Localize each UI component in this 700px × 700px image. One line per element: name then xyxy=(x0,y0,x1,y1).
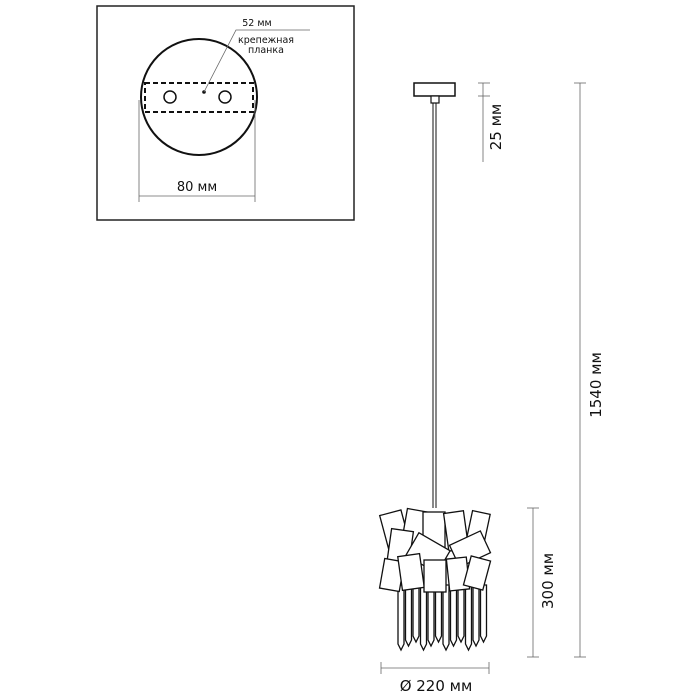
crystal-prism xyxy=(464,584,473,652)
crystal-prism xyxy=(479,584,488,644)
shade-plates xyxy=(378,507,492,593)
canopy-top-view-inset: 52 мм крепежная планка 80 мм xyxy=(96,5,355,221)
shade-diameter-label: Ø 220 мм xyxy=(400,677,473,695)
dimensions xyxy=(380,82,586,674)
crystal-prism xyxy=(427,584,435,648)
lamp-shade xyxy=(378,507,492,652)
pendant-lamp xyxy=(378,82,492,652)
crystal-prism xyxy=(449,584,458,648)
crystal-prism xyxy=(419,584,428,652)
crystal-prism xyxy=(457,584,465,644)
bracket-label-2: планка xyxy=(248,45,284,56)
screw-hole xyxy=(163,90,177,104)
crystal-prism xyxy=(397,584,405,652)
canopy-diameter-label: 80 мм xyxy=(177,180,217,195)
shade-height-label: 300 мм xyxy=(539,553,557,609)
crystal-prism xyxy=(404,584,413,648)
crystal-prism xyxy=(434,584,443,644)
leader-line xyxy=(203,29,310,93)
canopy-circle xyxy=(140,38,258,156)
rod-mount xyxy=(430,95,440,104)
bracket-label-1: крепежная xyxy=(238,35,294,46)
crystal-prisms xyxy=(397,584,488,652)
canopy-height-label: 25 мм xyxy=(487,104,505,151)
ceiling-canopy xyxy=(413,82,456,97)
inset-frame xyxy=(96,5,355,221)
crystal-prism xyxy=(412,584,420,644)
screw-hole xyxy=(218,90,232,104)
crystal-prism xyxy=(442,584,450,652)
mounting-bracket xyxy=(144,82,254,113)
total-height-label: 1540 мм xyxy=(587,352,605,418)
crystal-prism xyxy=(472,584,480,648)
bracket-width-label: 52 мм xyxy=(242,18,271,29)
